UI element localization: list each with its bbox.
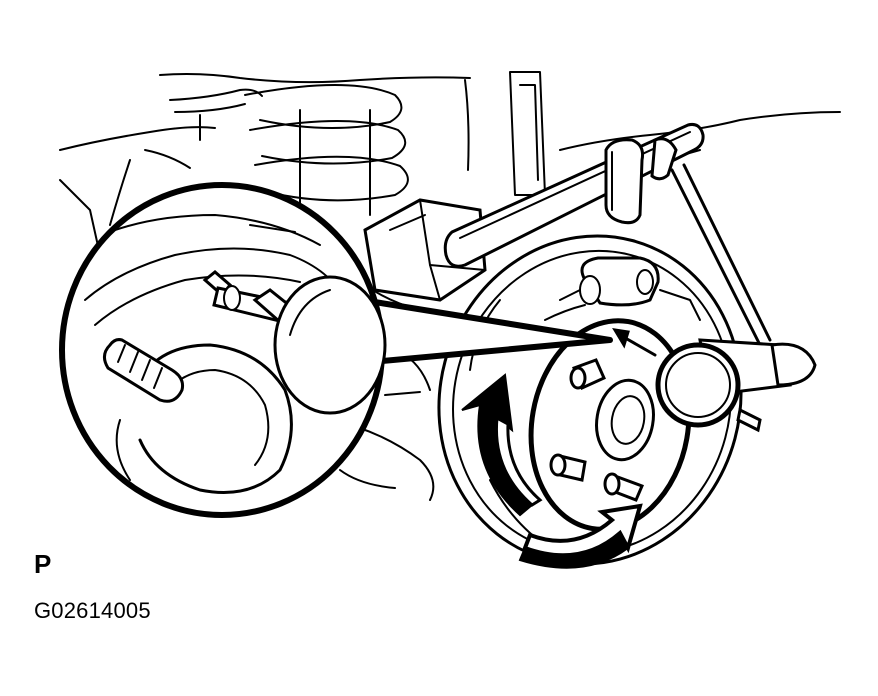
view-label: P	[34, 549, 52, 579]
wheel-cylinder	[544, 256, 701, 321]
callout-leader	[361, 297, 613, 365]
detail-magnifier	[59, 182, 387, 518]
coil-spring	[169, 84, 409, 216]
rotate-arrow-icon	[461, 373, 543, 517]
sst-puller-bar	[443, 123, 772, 347]
dial-indicator	[612, 328, 817, 433]
axle-hub	[528, 318, 692, 532]
figure-code: G02614005	[34, 598, 151, 623]
oscillate-arrow-icon	[518, 503, 643, 569]
